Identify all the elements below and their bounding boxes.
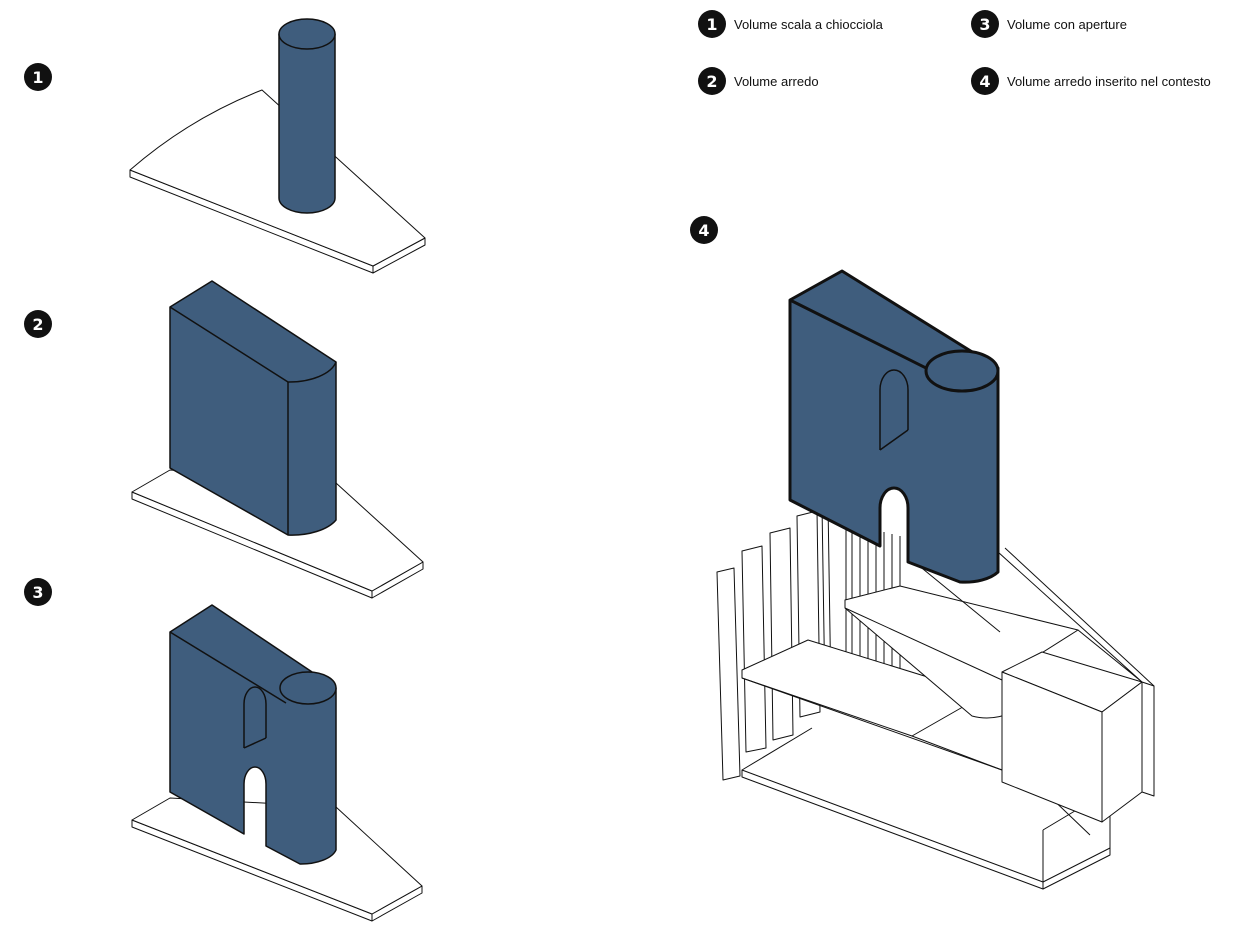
cylinder-volume xyxy=(278,18,336,214)
step-4-drawing xyxy=(716,269,1155,890)
platform-2 xyxy=(131,469,424,599)
legend-number-2: 2 xyxy=(698,67,726,95)
step-marker-1: 1 xyxy=(24,63,52,91)
context-structure xyxy=(716,502,1155,890)
legend-label-3: Volume con aperture xyxy=(1007,16,1127,32)
legend-label-1: Volume scala a chiocciola xyxy=(734,16,883,32)
furniture-volume xyxy=(169,280,337,536)
step-3-drawing xyxy=(131,604,423,922)
step-2-drawing xyxy=(131,280,424,599)
legend-label-4: Volume arredo inserito nel contesto xyxy=(1007,73,1211,89)
inserted-furniture-volume xyxy=(788,269,1000,584)
legend-item-2: 2 Volume arredo xyxy=(698,67,819,95)
legend-item-4: 4 Volume arredo inserito nel contesto xyxy=(971,67,1211,95)
volume-with-openings xyxy=(169,604,337,865)
step-marker-3: 3 xyxy=(24,578,52,606)
legend-number-1: 1 xyxy=(698,10,726,38)
legend-label-2: Volume arredo xyxy=(734,73,819,89)
legend-number-3: 3 xyxy=(971,10,999,38)
step-marker-2: 2 xyxy=(24,310,52,338)
platform-3 xyxy=(131,797,423,922)
platform-1 xyxy=(129,89,426,274)
step-marker-4: 4 xyxy=(690,216,718,244)
legend-item-3: 3 Volume con aperture xyxy=(971,10,1127,38)
legend-number-4: 4 xyxy=(971,67,999,95)
step-1-drawing xyxy=(129,18,426,274)
legend-item-1: 1 Volume scala a chiocciola xyxy=(698,10,883,38)
